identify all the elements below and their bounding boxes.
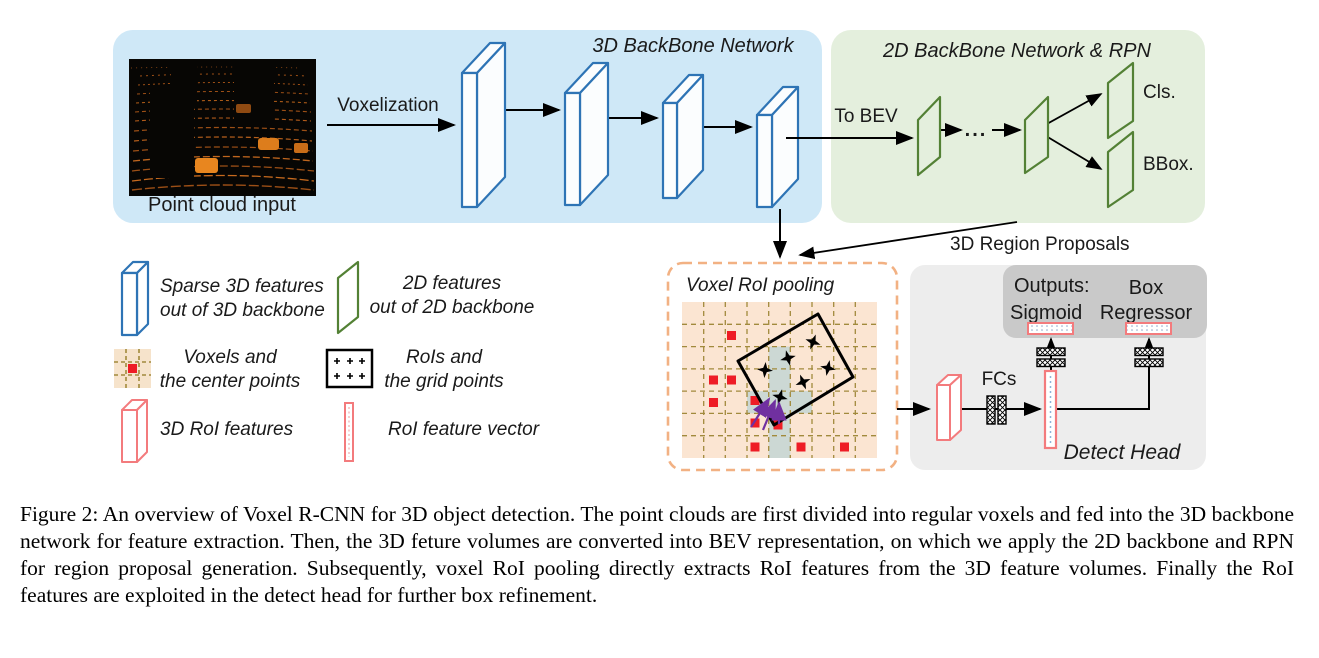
architecture-diagram: 3D BackBone Network 2D BackBone Network … — [113, 30, 1207, 472]
bright-blob — [294, 143, 308, 153]
box-label: Box — [1129, 277, 1163, 299]
regressor-label: Regressor — [1100, 302, 1193, 324]
cls-label: Cls. — [1143, 82, 1176, 103]
legend-feat2d-line1: 2D features — [402, 273, 502, 294]
legend-rois-line1: RoIs and — [406, 347, 483, 368]
legend-roi-icon — [325, 348, 374, 389]
feature-slab-3 — [661, 73, 705, 200]
fcs-label: FCs — [982, 369, 1017, 390]
voxel-roi-pooling-box: Voxel RoI pooling — [666, 261, 899, 472]
legend-feat2d-line2: out of 2D backbone — [370, 297, 535, 318]
legend-pink-slab-icon — [121, 399, 148, 463]
legend-voxels-line2: the center points — [160, 371, 301, 392]
legend-sparse3d-line1: Sparse 3D features — [160, 276, 324, 297]
legend-blue-slab-icon — [120, 260, 150, 337]
fc-layers — [986, 395, 1007, 425]
backbone3d-title: 3D BackBone Network — [592, 35, 794, 57]
legend-vector-icon — [344, 402, 354, 462]
legend-voxels-line1: Voxels and — [183, 347, 278, 368]
roi-feature-slab — [936, 374, 962, 441]
feature-slab-2 — [563, 61, 610, 207]
region-proposals-arrow — [798, 221, 1018, 260]
backbone2d-title: 2D BackBone Network & RPN — [882, 40, 1151, 62]
2d-sheet-1 — [916, 95, 942, 177]
2d-sheet-cls — [1106, 61, 1135, 140]
sigmoid-fc-stack — [1036, 347, 1066, 368]
regressor-output-vector — [1125, 322, 1172, 335]
legend-sparse3d-line2: out of 3D backbone — [160, 300, 325, 321]
pooling-title: Voxel RoI pooling — [686, 275, 835, 296]
to-bev-label: To BEV — [834, 106, 898, 127]
outputs-box — [1003, 265, 1207, 338]
sigmoid-label: Sigmoid — [1010, 302, 1082, 324]
bright-blob — [195, 158, 218, 173]
roi-box — [736, 312, 855, 427]
feature-slab-1 — [460, 41, 507, 209]
legend-green-sheet-icon — [336, 260, 360, 335]
bright-blob — [258, 138, 279, 150]
legend-roivec-label: RoI feature vector — [388, 419, 540, 440]
outputs-label: Outputs: — [1014, 275, 1090, 297]
ellipsis: ... — [965, 119, 988, 141]
legend: Sparse 3D features out of 3D backbone 2D… — [114, 260, 540, 463]
point-cloud-label: Point cloud input — [148, 194, 296, 216]
point-cloud-image — [129, 59, 316, 196]
detect-head-title: Detect Head — [1064, 441, 1182, 464]
sparse-3d-feature-maps — [460, 41, 800, 209]
voxel-grid-lines — [682, 302, 877, 458]
bbox-label: BBox. — [1143, 154, 1194, 175]
legend-voxel-icon — [114, 349, 151, 388]
2d-feature-maps — [916, 61, 1135, 209]
figure-caption: Figure 2: An overview of Voxel R-CNN for… — [20, 502, 1294, 607]
legend-rois-line2: the grid points — [384, 371, 504, 392]
legend-roi3d-label: 3D RoI features — [160, 419, 294, 440]
region-proposals-label: 3D Region Proposals — [950, 234, 1130, 255]
2d-sheet-bbox — [1106, 130, 1135, 209]
feature-slab-4 — [755, 85, 800, 209]
pooling-arrows — [750, 397, 787, 431]
voxelization-label: Voxelization — [337, 95, 438, 116]
2d-sheet-2 — [1023, 95, 1050, 175]
regressor-fc-stack — [1134, 347, 1164, 368]
sigmoid-output-vector — [1027, 322, 1074, 335]
roi-feature-vector — [1043, 369, 1058, 450]
